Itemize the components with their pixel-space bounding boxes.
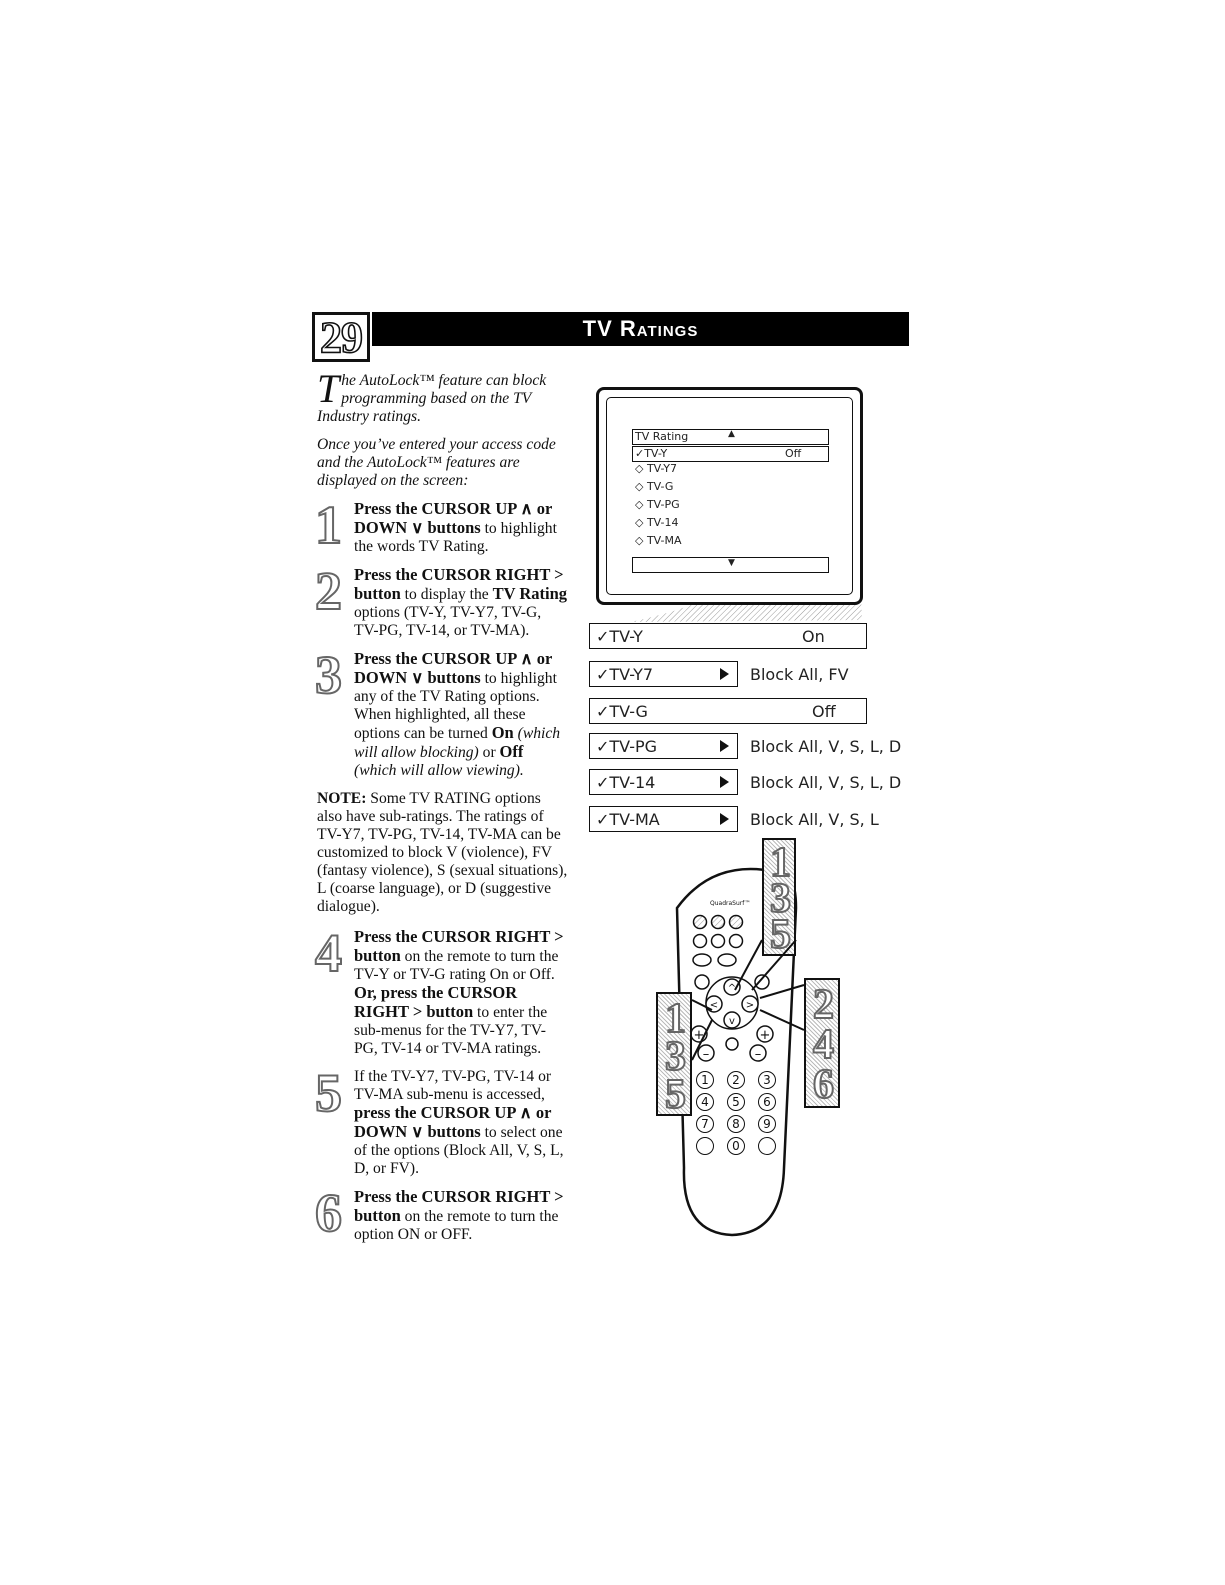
rating-row-tv-y[interactable]: ✓TV-Y On [589,623,867,649]
drop-cap: T [317,366,340,411]
callout-left: 1 3 5 [656,992,692,1117]
keypad-button[interactable]: 9 [758,1115,776,1133]
rating-row-tv-y7[interactable]: ✓TV-Y7 [589,661,738,687]
keypad-button[interactable]: 0 [727,1137,745,1155]
menu-item[interactable]: ◇ TV-Y7 [635,462,677,475]
svg-text:+: + [694,1028,705,1043]
menu-item[interactable]: ◇ TV-PG [635,498,680,511]
keypad-button[interactable]: 5 [727,1093,745,1111]
svg-text:–: – [703,1047,710,1062]
title-bar: TV Ratings [372,312,909,346]
keypad-button[interactable] [696,1137,714,1155]
step-5: 5 If the TV-Y7, TV-PG, TV-14 or TV-MA su… [314,1063,564,1177]
callout-top: 1 3 5 [762,838,796,957]
rating-row-tv-g[interactable]: ✓TV-G Off [589,698,867,724]
keypad-button[interactable]: 6 [758,1093,776,1111]
step-3: 3 Press the CURSOR UP ∧ or DOWN ∨ button… [314,645,561,779]
svg-text:^: ^ [728,983,736,994]
menu-item[interactable]: ◇ TV-G [635,480,674,493]
arrow-up-icon: ▲ [728,429,735,439]
step-number: 2 [314,561,343,621]
menu-item[interactable]: ◇ TV-MA [635,534,682,547]
svg-text:>: > [746,1000,754,1011]
step-number: 1 [314,495,343,555]
arrow-right-icon [720,776,729,788]
callout-right: 2 4 6 [804,978,840,1108]
keypad-button[interactable]: 3 [758,1071,776,1089]
step-number: 6 [314,1183,343,1243]
svg-text:–: – [755,1047,762,1062]
page-title: TV Ratings [582,316,699,341]
menu-selected-row[interactable]: ✓TV-Y Off [632,446,829,462]
step-6: 6 Press the CURSOR RIGHT > button on the… [314,1183,564,1243]
intro-paragraph-2: Once you’ve entered your access code and… [317,436,556,489]
arrow-right-icon [720,740,729,752]
rating-value: Block All, FV [750,665,849,684]
rating-row-tv-14[interactable]: ✓TV-14 [589,769,738,795]
step-2: 2 Press the CURSOR RIGHT > button to dis… [314,561,568,639]
note-paragraph: NOTE: Some TV RATING options also have s… [317,790,568,915]
svg-text:v: v [729,1016,735,1027]
tv-screen: TV Rating ▲ ✓TV-Y Off ◇ TV-Y7 ◇ TV-G ◇ T… [606,397,853,595]
brand-label: QuadraSurf™ [710,900,751,907]
menu-footer-row[interactable]: ▼ [632,557,829,573]
step-number: 4 [314,923,343,983]
arrow-right-icon [720,813,729,825]
rating-row-tv-pg[interactable]: ✓TV-PG [589,733,738,759]
menu-item[interactable]: ◇ TV-14 [635,516,679,529]
page-number: 29 [312,312,370,362]
step-number: 3 [314,645,343,705]
arrow-down-icon: ▼ [728,558,735,568]
keypad-button[interactable]: 1 [696,1071,714,1089]
step-4: 4 Press the CURSOR RIGHT > button on the… [314,923,564,1057]
arrow-right-icon [720,668,729,680]
keypad-button[interactable]: 8 [727,1115,745,1133]
keypad-button[interactable]: 2 [727,1071,745,1089]
page-header: 29 TV Ratings [312,312,909,362]
rating-value: Block All, V, S, L [750,810,879,829]
rating-value: Block All, V, S, L, D [750,773,902,792]
rating-value: Block All, V, S, L, D [750,737,902,756]
step-1: 1 Press the CURSOR UP ∧ or DOWN ∨ button… [314,495,557,555]
step-number: 5 [314,1063,343,1123]
menu-header-row[interactable]: TV Rating ▲ [632,429,829,445]
svg-text:<: < [710,1000,718,1011]
keypad-button[interactable]: 4 [696,1093,714,1111]
keypad-button[interactable]: 7 [696,1115,714,1133]
rating-row-tv-ma[interactable]: ✓TV-MA [589,806,738,832]
svg-text:+: + [760,1028,771,1043]
keypad-button[interactable] [758,1137,776,1155]
keypad: 1 2 3 4 5 6 7 8 9 0 [696,1071,776,1155]
tv-screen-frame: TV Rating ▲ ✓TV-Y Off ◇ TV-Y7 ◇ TV-G ◇ T… [596,387,863,605]
